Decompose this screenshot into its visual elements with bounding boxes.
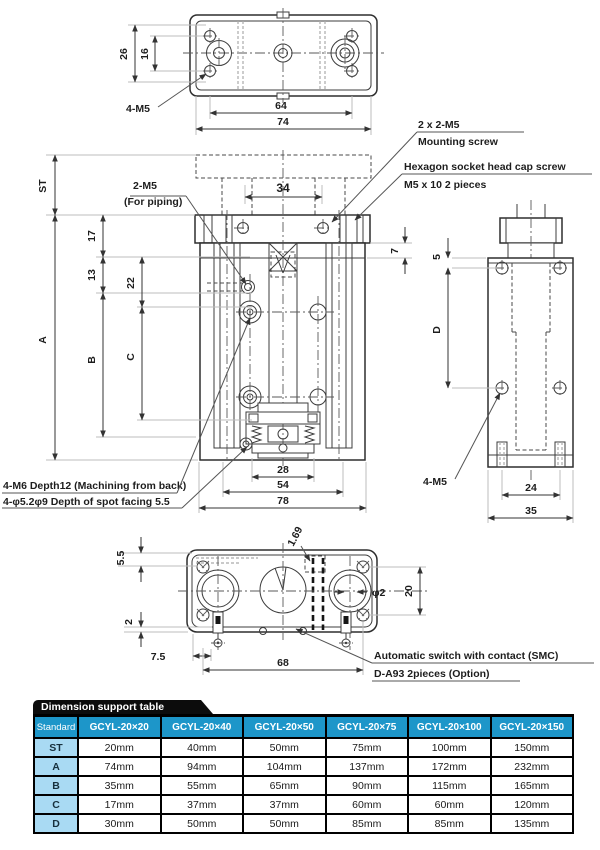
cell-ST-0: 20mm [77,737,162,758]
cell-D-2: 50mm [242,813,327,834]
cell-B-3: 90mm [324,775,409,796]
label-mounting-screw-size: 2 x 2-M5 [418,119,460,131]
dim-C: C [125,353,137,361]
cell-A-4: 172mm [407,756,492,777]
front-view: 34 [2,119,592,513]
cell-C-1: 37mm [159,794,244,815]
cell-ST-2: 50mm [242,737,327,758]
table-title: Dimension support table [41,701,165,713]
label-4m5-side: 4-M5 [423,476,447,488]
technical-drawing: 26 16 64 74 4-M5 34 [2,8,594,682]
dim-20: 20 [403,585,415,597]
dim-5-5: 5.5 [115,551,127,566]
cell-D-0: 30mm [77,813,162,834]
dim-17: 17 [86,230,98,242]
dim-7: 7 [389,248,401,254]
cell-B-1: 55mm [159,775,244,796]
dim-16: 16 [139,48,151,60]
cell-D-5: 135mm [489,813,574,834]
dim-2: 2 [123,619,135,625]
table-corner-label: Standard [33,714,79,739]
label-piping-size: 2-M5 [133,180,157,192]
dim-A: A [37,336,49,344]
bottom-view-corner-holes [196,560,370,622]
cell-A-0: 74mm [77,756,162,777]
cell-ST-5: 150mm [489,737,574,758]
dim-24: 24 [525,482,537,494]
cell-D-4: 85mm [407,813,492,834]
cell-C-0: 17mm [77,794,162,815]
cell-B-4: 115mm [407,775,492,796]
row-label-ST: ST [33,737,79,758]
dim-74: 74 [277,116,289,128]
dim-64: 64 [275,100,287,112]
label-machining-note: 4-M6 Depth12 (Machining from back) [3,480,186,492]
dim-28: 28 [277,464,289,476]
dim-phi2: φ2 [372,587,386,599]
dim-13: 13 [86,269,98,281]
dim-22: 22 [125,277,137,289]
dim-54: 54 [277,479,289,491]
cell-ST-1: 40mm [159,737,244,758]
cell-A-5: 232mm [489,756,574,777]
table-column-header-5: GCYL-20×150 [489,714,574,739]
cell-A-2: 104mm [242,756,327,777]
row-label-B: B [33,775,79,796]
side-view: 5 D 4-M5 24 35 [423,200,574,523]
dim-B: B [86,356,98,364]
table-column-header-0: GCYL-20×20 [77,714,162,739]
table-column-header-2: GCYL-20×50 [242,714,327,739]
cell-ST-4: 100mm [407,737,492,758]
label-mounting-screw: Mounting screw [418,136,499,148]
cell-D-3: 85mm [324,813,409,834]
dim-78: 78 [277,495,289,507]
cell-C-4: 60mm [407,794,492,815]
dim-68: 68 [277,657,289,669]
switch-slots [211,611,353,648]
cell-A-3: 137mm [324,756,409,777]
dim-ST: ST [37,179,49,193]
cell-C-5: 120mm [489,794,574,815]
cell-C-3: 60mm [324,794,409,815]
table-column-header-1: GCYL-20×40 [159,714,244,739]
table-column-header-3: GCYL-20×75 [324,714,409,739]
label-4m5-top: 4-M5 [126,103,150,115]
cell-ST-3: 75mm [324,737,409,758]
cell-C-2: 37mm [242,794,327,815]
label-hex-screw-size: M5 x 10 2 pieces [404,179,486,191]
row-label-A: A [33,756,79,777]
label-switch-model: D-A93 2pieces (Option) [374,668,490,680]
dim-26: 26 [118,48,130,60]
cell-A-1: 94mm [159,756,244,777]
table-title-tab: Dimension support table [33,700,213,714]
table-column-header-4: GCYL-20×100 [407,714,492,739]
dim-1-69: 1.69 [285,525,305,549]
dim-D: D [431,326,443,334]
label-auto-switch: Automatic switch with contact (SMC) [374,650,558,662]
dim-35: 35 [525,505,537,517]
bottom-view: 5.5 2 7.5 68 φ2 20 1.69 Automatic switch… [115,525,594,682]
row-label-D: D [33,813,79,834]
label-hex-screw: Hexagon socket head cap screw [404,161,566,173]
row-label-C: C [33,794,79,815]
label-piping-note: (For piping) [124,196,182,208]
dim-5: 5 [431,254,443,260]
piston-assembly [245,402,321,459]
top-view-bores [206,36,360,70]
label-spotface-note: 4-φ5.2φ9 Depth of spot facing 5.5 [3,496,170,508]
dim-7-5: 7.5 [151,651,166,663]
cell-D-1: 50mm [159,813,244,834]
top-view: 26 16 64 74 4-M5 [118,8,384,135]
cell-B-0: 35mm [77,775,162,796]
cell-B-5: 165mm [489,775,574,796]
cell-B-2: 65mm [242,775,327,796]
